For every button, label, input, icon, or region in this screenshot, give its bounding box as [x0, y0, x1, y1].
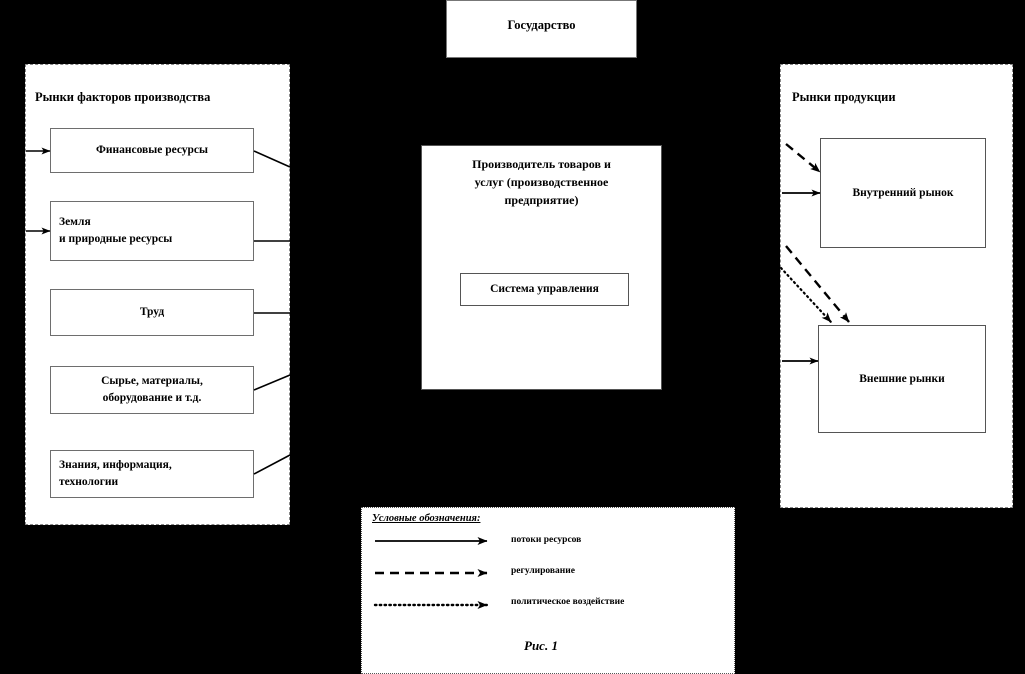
producer-title-line1: Производитель товаров и [472, 157, 611, 171]
left-panel-title: Рынки факторов производства [35, 90, 211, 104]
legend-title: Условные обозначения: [372, 513, 481, 524]
factor-box-land-label-line1: Земля [59, 216, 91, 229]
factor-box-land: Земля и природные ресурсы [50, 201, 254, 261]
figure-caption: Рис. 1 [524, 638, 558, 653]
factor-box-materials-label-line2: оборудование и т.д. [102, 392, 202, 404]
legend-label-political: политическое воздействие [511, 597, 625, 607]
right-panel [780, 64, 1013, 508]
producer-box-title: Производитель товаров и услуг (производс… [431, 155, 652, 209]
right-panel-title: Рынки продукции [792, 90, 896, 104]
factor-box-labor-label: Труд [139, 306, 165, 319]
factor-box-knowledge: Знания, информация, технологии [50, 450, 254, 498]
market-box-domestic: Внутренний рынок [820, 138, 986, 248]
producer-title-line3: предприятие) [504, 193, 579, 207]
legend-box [361, 507, 735, 674]
state-box-label: Государство [507, 18, 576, 32]
market-box-external: Внешние рынки [818, 325, 986, 433]
factor-box-knowledge-label-line1: Знания, информация, [59, 459, 172, 472]
legend-label-resources: потоки ресурсов [511, 535, 582, 545]
producer-title-line2: услуг (производственное [474, 175, 609, 189]
management-system-label: Система управления [490, 283, 599, 296]
market-box-external-label: Внешние рынки [859, 372, 945, 385]
factor-box-labor: Труд [50, 289, 254, 336]
factor-box-materials-label-line1: Сырье, материалы, [101, 375, 203, 388]
factor-box-knowledge-label-line2: технологии [59, 476, 119, 488]
producer-box [421, 145, 662, 390]
legend-label-regulation: регулирование [511, 566, 575, 576]
factor-box-land-label-line2: и природные ресурсы [59, 233, 173, 245]
factor-box-financial: Финансовые ресурсы [50, 128, 254, 173]
factor-box-materials: Сырье, материалы, оборудование и т.д. [50, 366, 254, 414]
factor-box-financial-label: Финансовые ресурсы [95, 144, 209, 157]
management-system-box: Система управления [460, 273, 629, 306]
state-box [446, 0, 637, 58]
market-box-domestic-label: Внутренний рынок [852, 186, 954, 199]
